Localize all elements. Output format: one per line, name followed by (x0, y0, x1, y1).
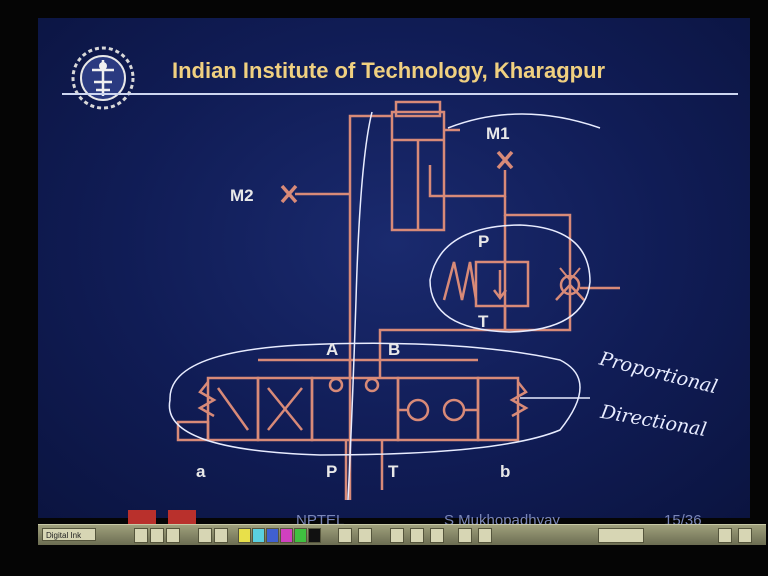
line-to-m1 (428, 165, 507, 198)
label-port-a: A (326, 340, 339, 359)
toolbar-undo-icon[interactable] (458, 528, 472, 543)
toolbar-close-icon[interactable] (738, 528, 752, 543)
title-divider (62, 93, 738, 95)
annotation-strokes (168, 111, 601, 501)
color-yellow-icon[interactable] (238, 528, 251, 543)
color-blue-icon[interactable] (266, 528, 279, 543)
dcv-block-2 (310, 376, 400, 442)
toolbar-pen-icon[interactable] (134, 528, 148, 543)
toolbar-shape-icon[interactable] (338, 528, 352, 543)
toolbar-ellipse-icon[interactable] (430, 528, 444, 543)
slide-title: Indian Institute of Technology, Kharagpu… (172, 58, 606, 83)
m1-marker (496, 150, 514, 170)
cylinder-cap (394, 100, 442, 118)
toolbar-redo-icon[interactable] (478, 528, 492, 543)
toolbar-minimize-icon[interactable] (718, 528, 732, 543)
toolbar-rectangle-icon[interactable] (410, 528, 424, 543)
label-port-t: T (388, 462, 399, 481)
label-m2: M2 (230, 186, 254, 205)
toolbar-eraser-icon[interactable] (166, 528, 180, 543)
label-relief-t: T (478, 312, 489, 331)
relief-valve-body (474, 260, 530, 308)
toolbar-highlighter-icon[interactable] (150, 528, 164, 543)
label-port-b: B (388, 340, 401, 359)
relief-valve-circle (429, 224, 591, 333)
start-button[interactable]: Digital Ink (42, 528, 96, 541)
m2-marker (280, 184, 298, 204)
color-green-icon[interactable] (294, 528, 307, 543)
dcv-block-4 (476, 376, 520, 442)
toolbar-dot-icon[interactable] (358, 528, 372, 543)
label-solenoid-b: b (500, 462, 511, 481)
toolbar-forward-icon[interactable] (214, 528, 228, 543)
color-magenta-icon[interactable] (280, 528, 293, 543)
ink-toolbar: Digital Ink (38, 524, 766, 545)
dcv-block-0 (206, 376, 260, 442)
label-relief-p: P (478, 232, 490, 251)
iit-kharagpur-logo (71, 46, 135, 110)
toolbar-clock-icon[interactable] (598, 528, 644, 543)
lecture-slide (38, 18, 750, 518)
label-m1: M1 (486, 124, 510, 143)
label-port-p: P (326, 462, 338, 481)
label-solenoid-a: a (196, 462, 206, 481)
toolbar-back-icon[interactable] (198, 528, 212, 543)
color-black-icon[interactable] (308, 528, 321, 543)
dcv-ellipse (168, 342, 581, 456)
color-cyan-icon[interactable] (252, 528, 265, 543)
toolbar-line-icon[interactable] (390, 528, 404, 543)
